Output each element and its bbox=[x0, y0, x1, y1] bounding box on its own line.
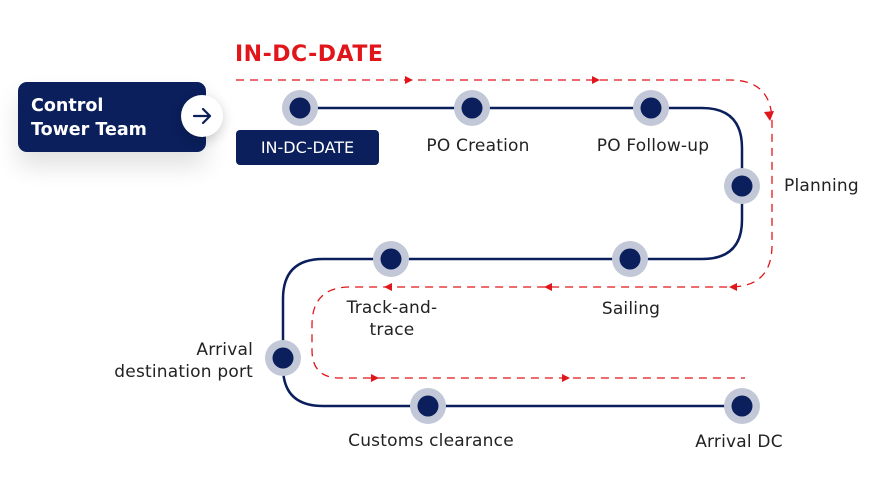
step-node-arrival-destination-port bbox=[265, 340, 301, 376]
step-node-po-creation bbox=[454, 90, 490, 126]
step-label-arrival-port-2: destination port bbox=[114, 362, 253, 382]
step-label-po-follow-up: PO Follow-up bbox=[596, 136, 710, 156]
node-dot bbox=[731, 175, 753, 197]
arrow-left-icon bbox=[544, 283, 552, 291]
arrow-left-icon bbox=[384, 283, 392, 291]
arrow-down-icon bbox=[764, 111, 774, 121]
diagram-title: IN-DC-DATE bbox=[235, 42, 384, 67]
arrow-right-icon bbox=[592, 76, 600, 84]
node-dot bbox=[619, 248, 641, 270]
arrow-right-icon bbox=[405, 76, 413, 84]
step-label-track-and-trace-2: trace bbox=[369, 320, 415, 340]
start-badge: IN-DC-DATE bbox=[236, 130, 379, 165]
node-dot bbox=[640, 97, 662, 119]
node-dot bbox=[272, 347, 294, 369]
step-node-sailing bbox=[612, 241, 648, 277]
step-node-in-dc-date bbox=[282, 90, 318, 126]
process-path bbox=[281, 106, 744, 408]
step-label-sailing: Sailing bbox=[601, 299, 661, 319]
step-node-arrival-dc bbox=[724, 388, 760, 424]
step-label-po-creation: PO Creation bbox=[426, 136, 530, 156]
node-dot bbox=[731, 395, 753, 417]
step-label-customs-clearance: Customs clearance bbox=[348, 431, 514, 451]
step-label-planning: Planning bbox=[784, 176, 859, 196]
flow-arrows bbox=[371, 76, 774, 382]
node-dot bbox=[289, 97, 311, 119]
step-node-customs-clearance bbox=[410, 388, 446, 424]
control-tower-team-card: Control Tower Team bbox=[18, 82, 206, 152]
step-node-track-and-trace bbox=[373, 241, 409, 277]
arrow-left-icon bbox=[729, 283, 737, 291]
feedback-loop-path bbox=[236, 79, 773, 379]
arrow-right-icon bbox=[371, 374, 379, 382]
step-node-po-follow-up bbox=[633, 90, 669, 126]
node-dot bbox=[380, 248, 402, 270]
node-dot bbox=[417, 395, 439, 417]
team-card-line1: Control bbox=[31, 96, 104, 116]
step-label-track-and-trace-1: Track-and- bbox=[346, 298, 438, 318]
step-label-arrival-port-1: Arrival bbox=[196, 340, 253, 360]
step-label-arrival-dc: Arrival DC bbox=[695, 432, 783, 452]
team-arrow-button[interactable] bbox=[181, 95, 223, 137]
node-dot bbox=[461, 97, 483, 119]
step-node-planning bbox=[724, 168, 760, 204]
arrow-right-icon bbox=[562, 374, 570, 382]
team-card-line2: Tower Team bbox=[31, 120, 147, 140]
arrow-right-icon bbox=[192, 107, 212, 125]
